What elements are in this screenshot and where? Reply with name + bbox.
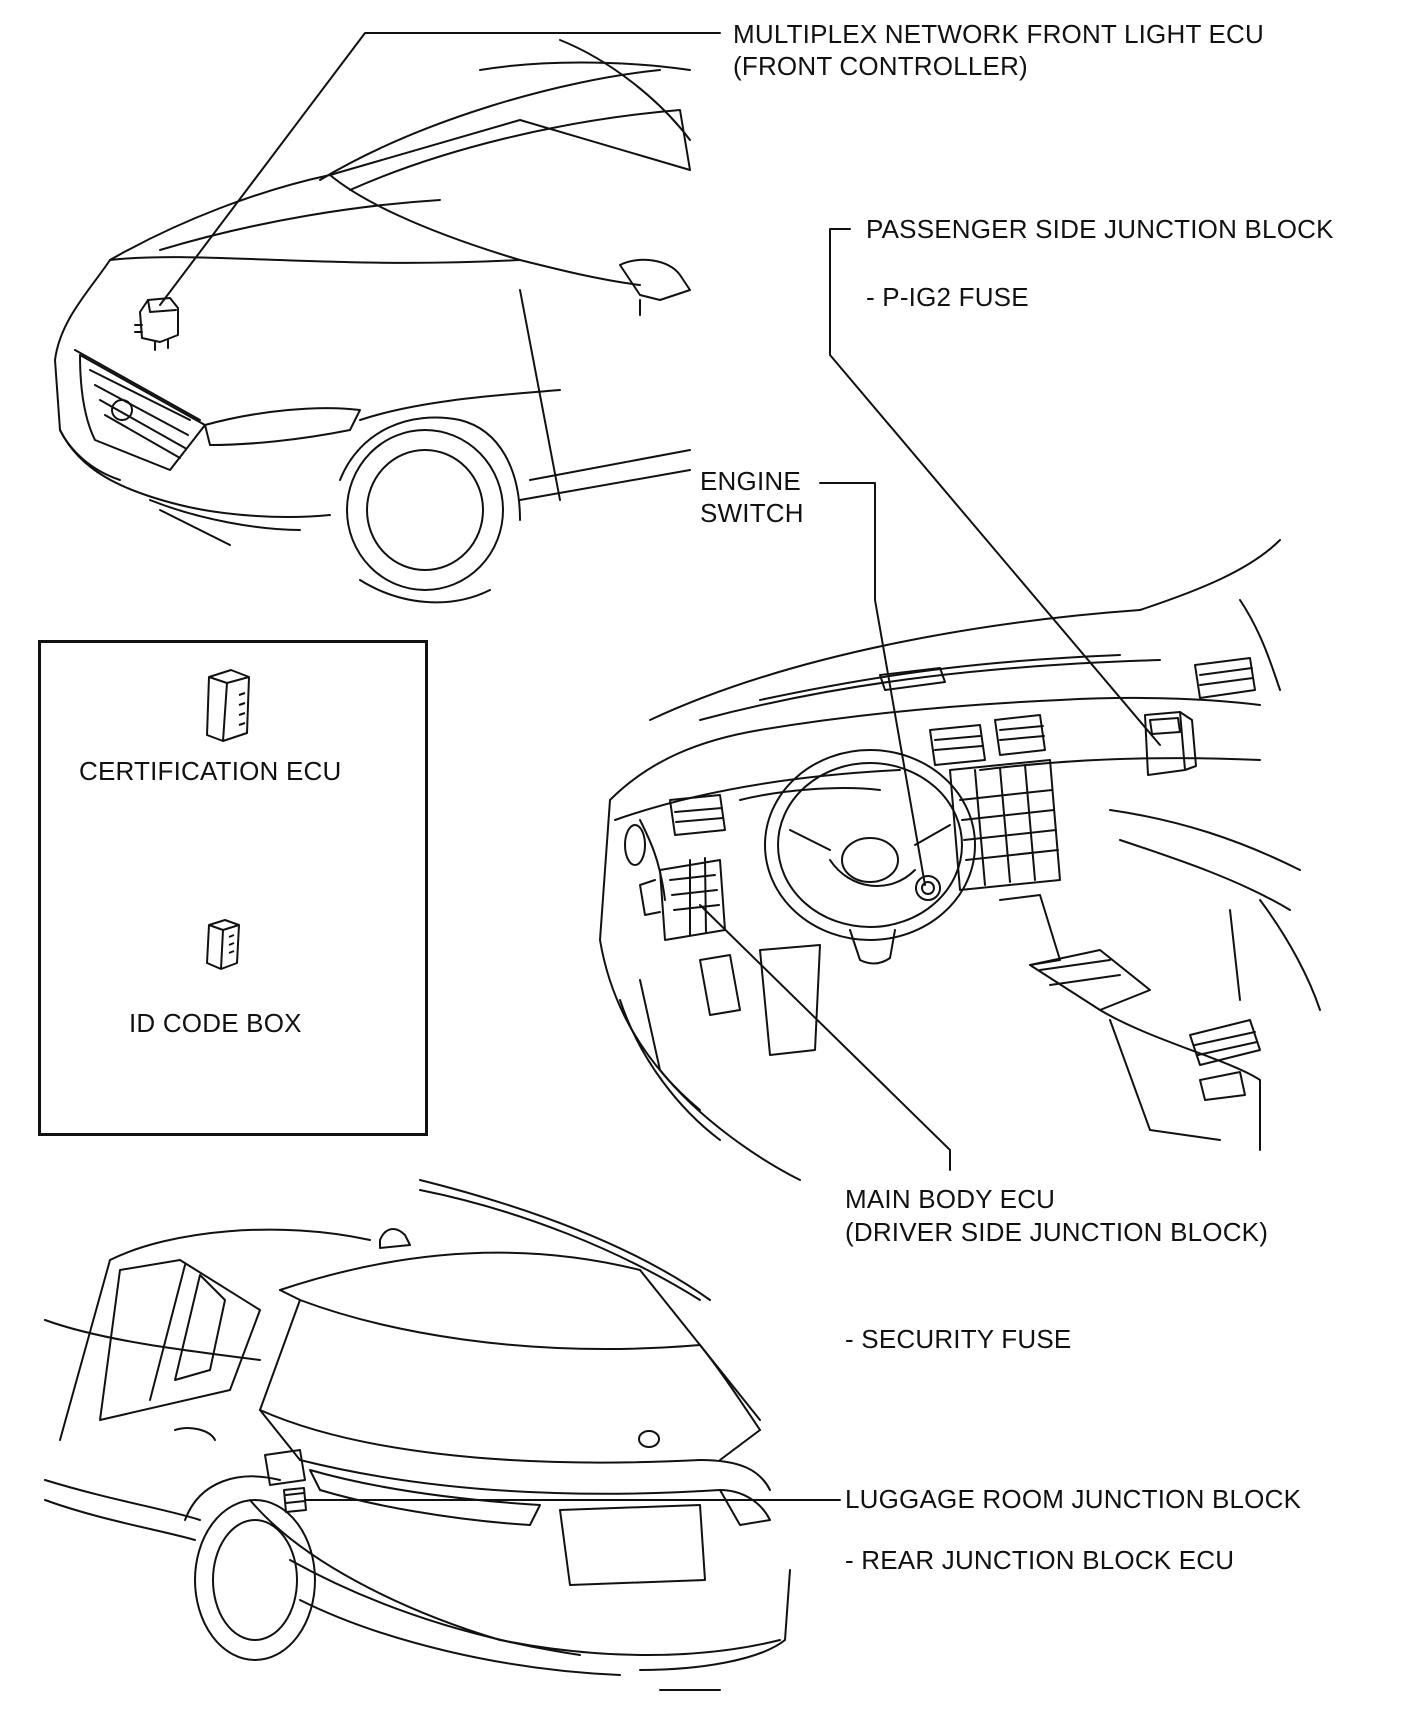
security-fuse-label: - SECURITY FUSE <box>845 1324 1072 1354</box>
leader-front-light-ecu <box>159 32 721 306</box>
engine-switch-label-1: ENGINE <box>700 466 801 496</box>
leader-passenger-jb <box>829 228 1161 746</box>
leader-engine-switch <box>819 482 926 886</box>
main-body-ecu-label: MAIN BODY ECU <box>845 1184 1056 1214</box>
rear-jb-ecu-label: - REAR JUNCTION BLOCK ECU <box>845 1545 1235 1575</box>
front-car-icon <box>54 39 691 604</box>
dashboard-interior-icon <box>599 539 1321 1181</box>
driver-side-jb-label: (DRIVER SIDE JUNCTION BLOCK) <box>845 1217 1269 1247</box>
leader-lines <box>159 32 1161 1501</box>
front-controller-label: (FRONT CONTROLLER) <box>733 51 1028 81</box>
rear-car-icon <box>44 1179 791 1691</box>
passenger-jb-label: PASSENGER SIDE JUNCTION BLOCK <box>866 214 1334 244</box>
engine-switch-label-2: SWITCH <box>700 498 804 528</box>
legend-box: CERTIFICATION ECU ID CODE BOX <box>38 640 428 1136</box>
id-code-box-label: ID CODE BOX <box>129 1008 302 1038</box>
certification-ecu-label: CERTIFICATION ECU <box>79 756 342 786</box>
p-ig2-fuse-label: - P-IG2 FUSE <box>866 282 1029 312</box>
luggage-jb-label: LUGGAGE ROOM JUNCTION BLOCK <box>845 1484 1302 1514</box>
certification-ecu-icon <box>206 669 250 742</box>
leader-main-body-ecu <box>699 904 951 1171</box>
id-code-box-icon <box>206 919 240 970</box>
front-light-ecu-label: MULTIPLEX NETWORK FRONT LIGHT ECU <box>733 19 1264 49</box>
